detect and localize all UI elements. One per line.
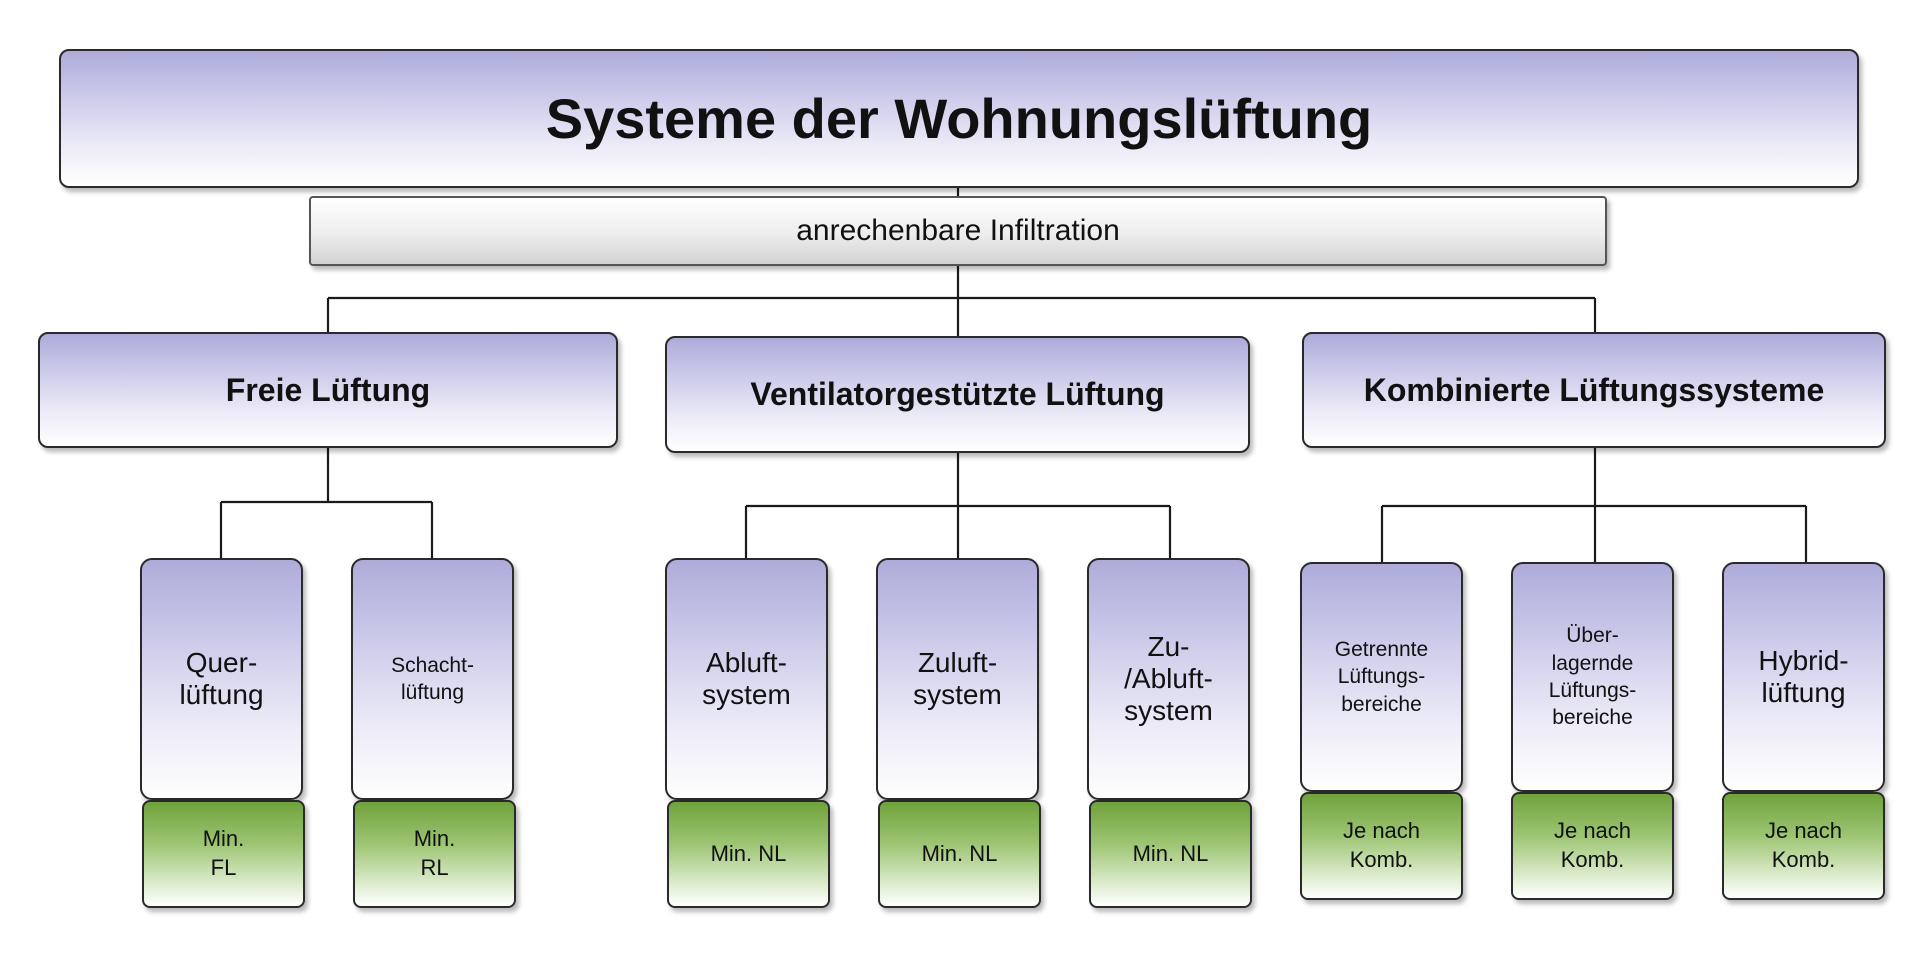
category-free-ventilation: Freie Lüftung (38, 332, 618, 448)
system-cross-ventilation: Quer- lüftung (140, 558, 303, 800)
category-combined-ventilation: Kombinierte Lüftungssysteme (1302, 332, 1886, 448)
system-shaft-ventilation: Schacht- lüftung (351, 558, 514, 800)
diagram-title: Systeme der Wohnungslüftung (59, 49, 1859, 188)
system-separate-zones: Getrennte Lüftungs- bereiche (1300, 562, 1463, 792)
system-overlapping-zones: Über- lagernde Lüftungs- bereiche (1511, 562, 1674, 792)
requirement-overlapping-zones: Je nach Komb. (1511, 792, 1674, 900)
requirement-supply-air: Min. NL (878, 800, 1041, 908)
system-hybrid-ventilation: Hybrid- lüftung (1722, 562, 1885, 792)
system-exhaust-air: Abluft- system (665, 558, 828, 800)
requirement-hybrid-ventilation: Je nach Komb. (1722, 792, 1885, 900)
requirement-cross-ventilation: Min. FL (142, 800, 305, 908)
requirement-separate-zones: Je nach Komb. (1300, 792, 1463, 900)
requirement-supply-exhaust-air: Min. NL (1089, 800, 1252, 908)
system-supply-air: Zuluft- system (876, 558, 1039, 800)
system-supply-exhaust-air: Zu- /Abluft- system (1087, 558, 1250, 800)
infiltration-box: anrechenbare Infiltration (309, 196, 1607, 266)
requirement-exhaust-air: Min. NL (667, 800, 830, 908)
category-fan-ventilation: Ventilatorgestützte Lüftung (665, 336, 1250, 453)
requirement-shaft-ventilation: Min. RL (353, 800, 516, 908)
